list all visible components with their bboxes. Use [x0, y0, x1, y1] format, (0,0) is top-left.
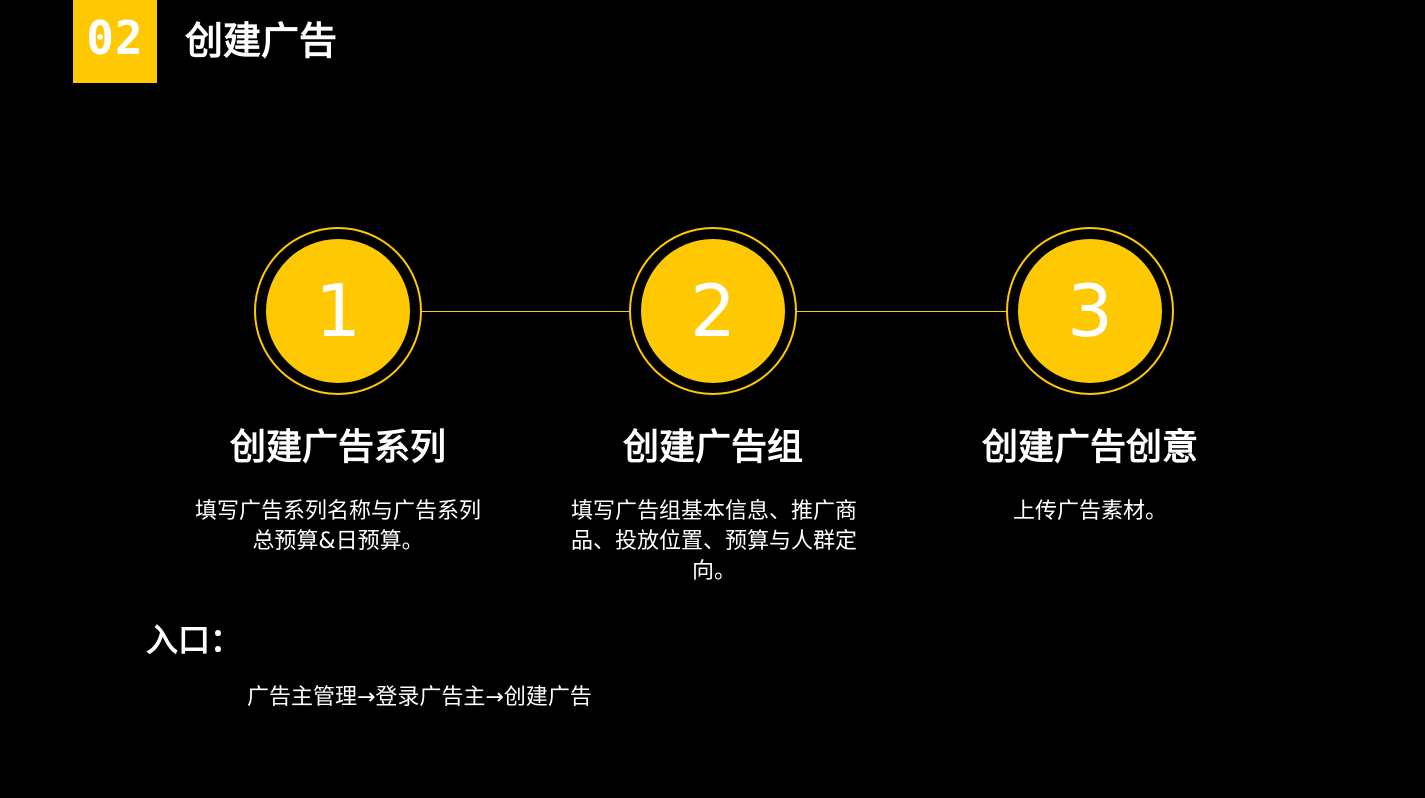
step-2-circle-fill: 2: [641, 239, 785, 383]
step-connector-2-3: [797, 311, 1007, 312]
step-1-circle-fill: 1: [266, 239, 410, 383]
step-3-number: 3: [1067, 269, 1113, 353]
step-3-description: 上传广告素材。: [1012, 499, 1167, 524]
step-3-title: 创建广告创意: [981, 427, 1198, 468]
step-1-circle: 1: [254, 227, 422, 395]
step-2-title: 创建广告组: [622, 427, 803, 468]
step-2-number: 2: [690, 269, 736, 353]
page-title: 创建广告: [185, 19, 338, 63]
entry-path: 广告主管理→登录广告主→创建广告: [247, 685, 592, 710]
step-1-number: 1: [315, 269, 361, 353]
step-3-circle-fill: 3: [1018, 239, 1162, 383]
entry-label: 入口：: [146, 621, 243, 659]
step-3-circle: 3: [1006, 227, 1174, 395]
step-connector-1-2: [422, 311, 630, 312]
section-number-badge: 02: [73, 0, 157, 83]
step-2-description: 填写广告组基本信息、推广商品、投放位置、预算与人群定向。: [570, 499, 857, 584]
step-1-description: 填写广告系列名称与广告系列总预算&日预算。: [194, 499, 481, 554]
step-1-title: 创建广告系列: [229, 427, 446, 468]
step-2-circle: 2: [629, 227, 797, 395]
section-number: 02: [86, 11, 144, 65]
